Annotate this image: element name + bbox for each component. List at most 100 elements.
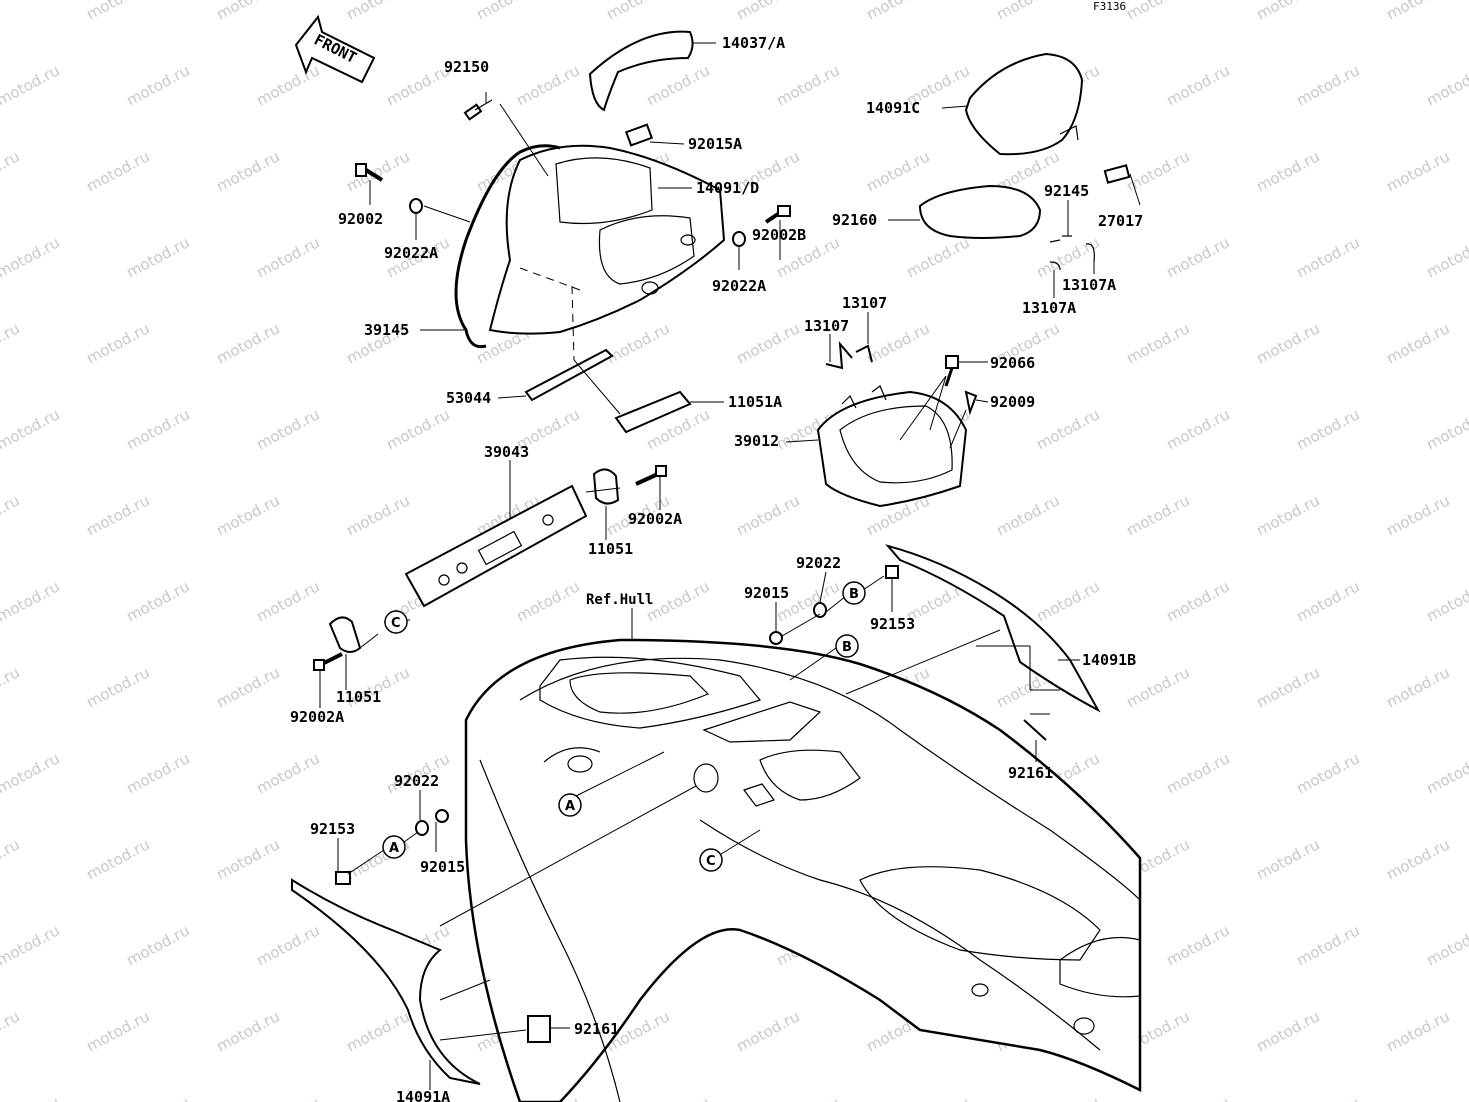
label-92015-2: 92015 (420, 858, 465, 876)
watermark-text: motod.ru (1163, 405, 1232, 453)
label-92002: 92002 (338, 210, 383, 228)
svg-text:A: A (389, 841, 399, 856)
screw-92150-shape (463, 99, 493, 121)
label-92022a: 92022A (384, 244, 438, 262)
watermark-text: motod.ru (1163, 61, 1232, 109)
watermark-text: motod.ru (83, 0, 152, 24)
watermark-text: motod.ru (1423, 405, 1469, 453)
watermark-text: motod.ru (733, 0, 802, 24)
watermark-text: motod.ru (83, 835, 152, 883)
watermark-text: motod.ru (0, 1007, 23, 1055)
watermark-text: motod.ru (1123, 147, 1192, 195)
watermark-text: motod.ru (513, 61, 582, 109)
label-14037-a: 14037/A (722, 34, 785, 52)
watermark-text: motod.ru (603, 0, 672, 24)
watermark-text: motod.ru (123, 749, 192, 797)
bolt-92066-shape (945, 355, 959, 369)
watermark-text: motod.ru (0, 835, 23, 883)
callout-c-upper: C (384, 610, 408, 634)
watermark-text: motod.ru (1383, 1007, 1452, 1055)
svg-text:B: B (849, 587, 859, 602)
watermark-text: motod.ru (1383, 491, 1452, 539)
label-92161: 92161 (1008, 764, 1053, 782)
watermark-text: motod.ru (1123, 0, 1192, 24)
watermark-text: motod.ru (1253, 663, 1322, 711)
label-92022-2: 92022 (394, 772, 439, 790)
watermark-text: motod.ru (733, 491, 802, 539)
label-13107: 13107 (842, 294, 887, 312)
watermark-text: motod.ru (0, 921, 63, 969)
watermark-text: motod.ru (1293, 233, 1362, 281)
label-14091a: 14091A (396, 1088, 450, 1102)
panel-39043-shape (404, 484, 588, 608)
watermark-text: motod.ru (0, 233, 63, 281)
label-13107a: 13107A (1062, 276, 1116, 294)
watermark-text: motod.ru (643, 577, 712, 625)
watermark-text: motod.ru (1293, 921, 1362, 969)
label-92150: 92150 (444, 58, 489, 76)
watermark-text: motod.ru (253, 1093, 322, 1102)
watermark-text: motod.ru (213, 1007, 282, 1055)
watermark-text: motod.ru (0, 663, 23, 711)
watermark-text: motod.ru (123, 233, 192, 281)
watermark-text: motod.ru (733, 1007, 802, 1055)
watermark-text: motod.ru (123, 61, 192, 109)
watermark-text: motod.ru (1163, 749, 1232, 797)
watermark-text: motod.ru (1163, 577, 1232, 625)
plate-11051-lower-shape (328, 616, 362, 653)
label-92022: 92022 (796, 554, 841, 572)
watermark-text: motod.ru (1253, 1007, 1322, 1055)
svg-text:C: C (706, 854, 716, 869)
watermark-text: motod.ru (213, 491, 282, 539)
watermark-text: motod.ru (253, 61, 322, 109)
svg-text:B: B (842, 640, 852, 655)
watermark-text: motod.ru (253, 233, 322, 281)
watermark-text: motod.ru (473, 0, 542, 24)
watermark-text: motod.ru (643, 61, 712, 109)
watermark-text: motod.ru (863, 147, 932, 195)
label-39145: 39145 (364, 321, 409, 339)
watermark-text: motod.ru (1033, 405, 1102, 453)
label-14091b: 14091B (1082, 651, 1136, 669)
rod-53044-shape (524, 348, 614, 402)
watermark-text: motod.ru (1383, 0, 1452, 24)
watermark-text: motod.ru (0, 147, 23, 195)
watermark-text: motod.ru (603, 319, 672, 367)
watermark-text: motod.ru (213, 319, 282, 367)
watermark-text: motod.ru (773, 61, 842, 109)
label-92015: 92015 (744, 584, 789, 602)
label-13107-2: 13107 (804, 317, 849, 335)
watermark-text: motod.ru (0, 491, 23, 539)
watermark-text: motod.ru (1383, 147, 1452, 195)
watermark-text: motod.ru (1033, 577, 1102, 625)
label-11051-2: 11051 (336, 688, 381, 706)
watermark-text: motod.ru (0, 319, 23, 367)
label-39012: 39012 (734, 432, 779, 450)
callout-a-lower: A (382, 835, 406, 859)
watermark-text: motod.ru (1293, 1093, 1362, 1102)
label-11051: 11051 (588, 540, 633, 558)
label-39043: 39043 (484, 443, 529, 461)
label-14091c: 14091C (866, 99, 920, 117)
clip-92015a-shape (624, 123, 654, 147)
watermark-text: motod.ru (1423, 233, 1469, 281)
watermark-text: motod.ru (1033, 1093, 1102, 1102)
label-27017: 27017 (1098, 212, 1143, 230)
watermark-text: motod.ru (1423, 921, 1469, 969)
watermark-text: motod.ru (343, 0, 412, 24)
watermark-text: motod.ru (253, 749, 322, 797)
watermark-text: motod.ru (213, 0, 282, 24)
watermark-text: motod.ru (1423, 61, 1469, 109)
watermark-text: motod.ru (1163, 233, 1232, 281)
bolt-92002b-shape (764, 205, 791, 224)
watermark-text: motod.ru (83, 147, 152, 195)
watermark-text: motod.ru (1383, 663, 1452, 711)
watermark-text: motod.ru (643, 1093, 712, 1102)
watermark-text: motod.ru (1163, 921, 1232, 969)
part-labels: 14037/A 92150 92015A 14091/D 92002 92022… (290, 34, 1143, 1102)
watermark-text: motod.ru (0, 0, 23, 24)
watermark-text: motod.ru (1123, 491, 1192, 539)
watermark-text: motod.ru (0, 749, 63, 797)
watermark-text: motod.ru (993, 0, 1062, 24)
